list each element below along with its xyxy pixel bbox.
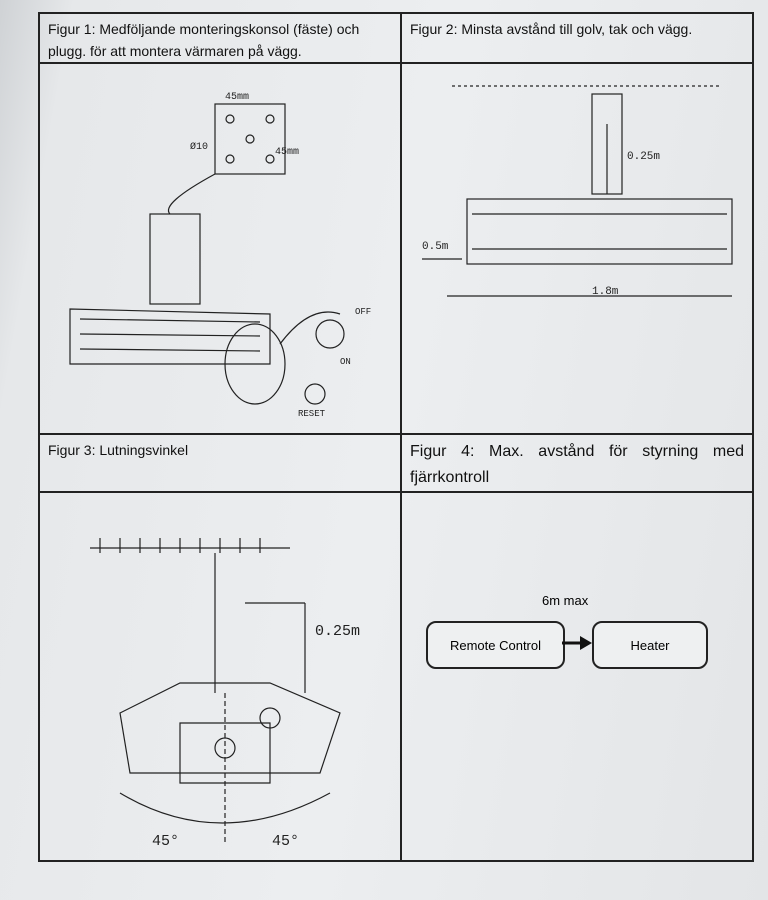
fig2-panel: 0.25m 0.5m 1.8m xyxy=(401,63,753,434)
heater-box: Heater xyxy=(592,621,708,669)
wall-clearance-label: 0.5m xyxy=(422,241,449,253)
off-label: OFF xyxy=(355,307,371,317)
fig3-panel: 0.25m 45° 45° xyxy=(39,492,401,861)
fig1-panel: 45mm 45mm Ø10 OFF ON RESET xyxy=(39,63,401,434)
reset-label: RESET xyxy=(298,409,326,419)
on-label: ON xyxy=(340,357,351,367)
fig4-caption: Figur 4: Max. avstånd för styrning med f… xyxy=(401,434,753,492)
floor-clearance-label: 1.8m xyxy=(592,286,619,298)
distance-label: 6m max xyxy=(542,593,589,608)
angle-left-label: 45° xyxy=(152,833,179,850)
ceiling-clearance-label: 0.25m xyxy=(627,151,660,163)
dim-label: 45mm xyxy=(225,92,249,103)
bracket-plate xyxy=(214,103,286,175)
remote-control-box: Remote Control xyxy=(426,621,565,669)
hole-label: Ø10 xyxy=(190,141,208,153)
fig3-caption: Figur 3: Lutningsvinkel xyxy=(39,434,401,492)
figure-table: Figur 1: Medföljande monteringskonsol (f… xyxy=(38,12,754,862)
angle-right-label: 45° xyxy=(272,833,299,850)
dim-label: 45mm xyxy=(275,147,299,158)
bracket-diagram: 45mm 45mm Ø10 OFF ON RESET xyxy=(69,92,371,419)
clearance-diagram: 0.25m 0.5m 1.8m xyxy=(422,85,733,298)
ceiling-clearance-label: 0.25m xyxy=(315,623,360,640)
arrow-icon xyxy=(562,636,592,650)
tilt-angle-diagram: 0.25m 45° 45° xyxy=(90,538,360,850)
fig4-panel: Remote Control Heater 6m max xyxy=(401,492,753,861)
fig1-caption: Figur 1: Medföljande monteringskonsol (f… xyxy=(39,13,401,63)
fig2-caption: Figur 2: Minsta avstånd till golv, tak o… xyxy=(401,13,753,63)
